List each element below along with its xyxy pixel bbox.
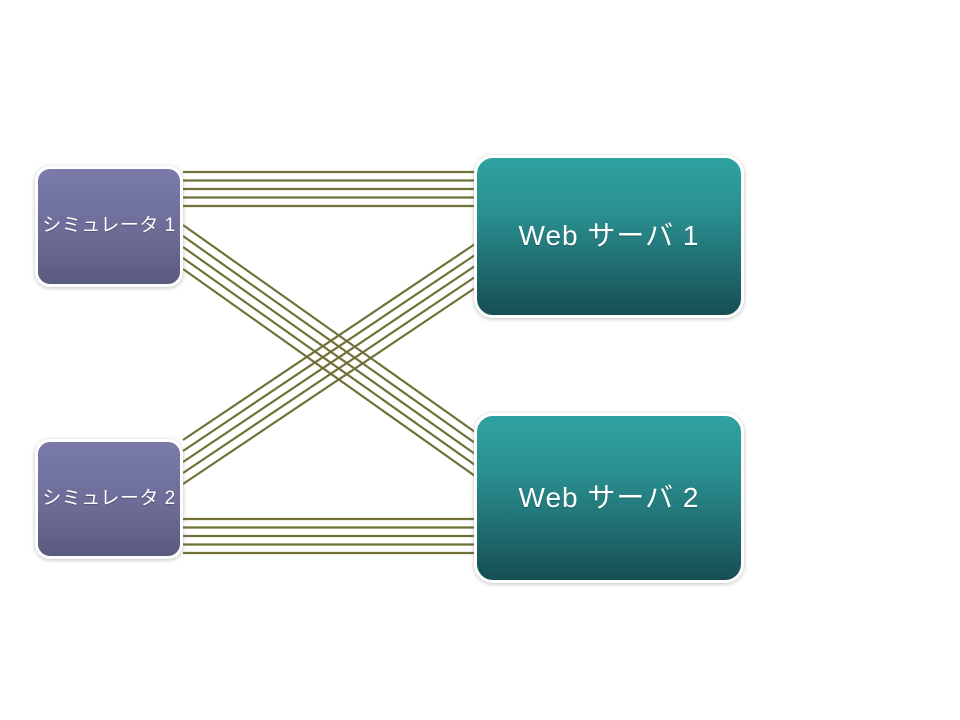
node-label: シミュレータ 2 bbox=[42, 487, 176, 509]
connector-line bbox=[182, 287, 476, 485]
node-label: シミュレータ 1 bbox=[42, 215, 176, 237]
connector-line bbox=[182, 246, 476, 455]
connector-line bbox=[182, 276, 476, 474]
connector-line bbox=[182, 268, 476, 477]
node-label: Web サーバ 2 bbox=[518, 481, 700, 513]
connector-line bbox=[182, 235, 476, 444]
connector-line bbox=[182, 265, 476, 463]
node-simulator-2: シミュレータ 2 bbox=[35, 439, 183, 559]
node-label: Web サーバ 1 bbox=[518, 220, 700, 252]
node-web-server-1: Web サーバ 1 bbox=[474, 155, 744, 318]
connector-line bbox=[182, 254, 476, 452]
node-simulator-1: シミュレータ 1 bbox=[35, 166, 183, 287]
connector-line bbox=[182, 224, 476, 433]
node-web-server-2: Web サーバ 2 bbox=[474, 413, 744, 583]
connector-line bbox=[182, 243, 476, 441]
connector-line bbox=[182, 257, 476, 466]
